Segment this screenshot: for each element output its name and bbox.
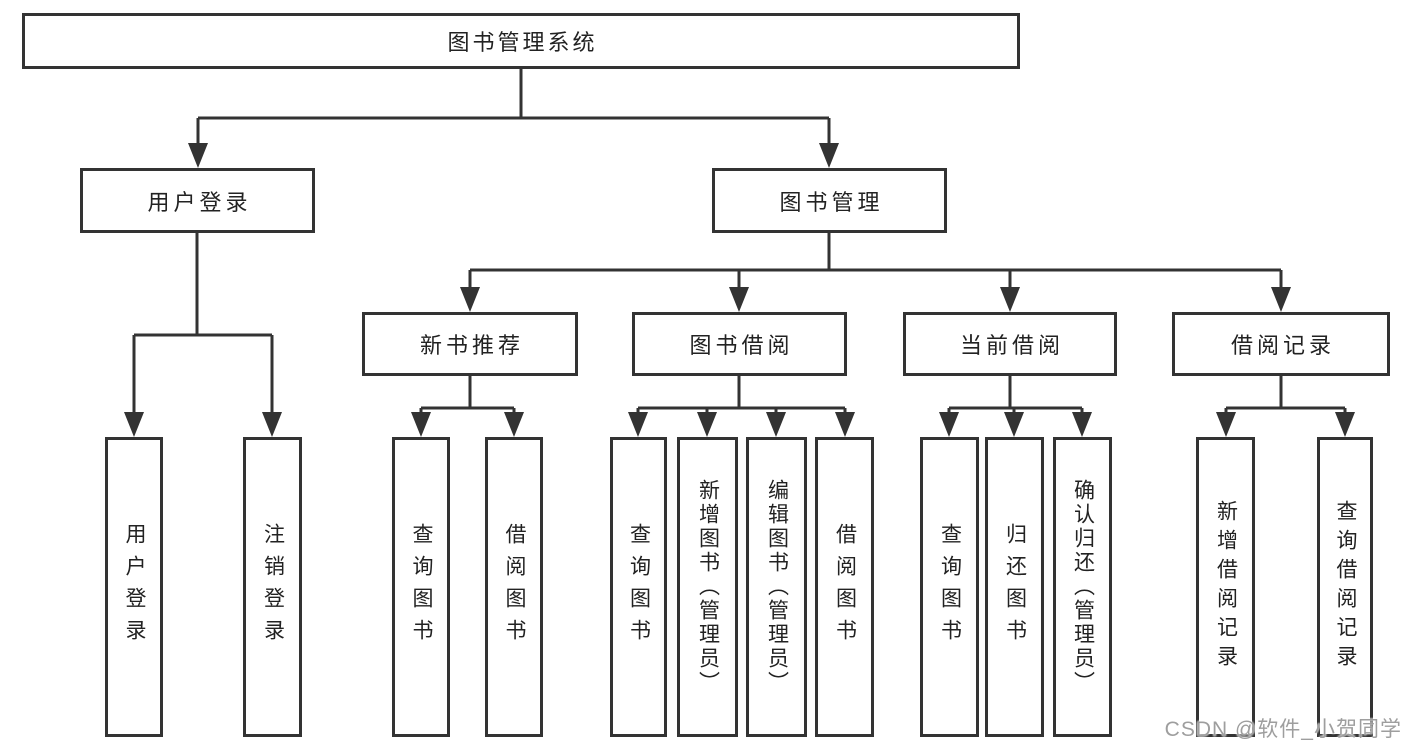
leaf-query-books-borrowing-label: 查询图书 <box>627 523 651 651</box>
leaf-return-books-label: 归还图书 <box>1003 523 1027 651</box>
leaf-edit-books-admin: 编辑图书（管理员） <box>746 437 807 737</box>
leaf-confirm-return-admin: 确认归还（管理员） <box>1053 437 1112 737</box>
leaf-logout: 注销登录 <box>243 437 302 737</box>
node-user-login-label: 用户登录 <box>147 189 252 215</box>
node-book-management-label: 图书管理 <box>779 189 884 215</box>
leaf-user-login: 用户登录 <box>105 437 163 737</box>
node-book-borrowing: 图书借阅 <box>632 312 847 376</box>
node-book-management: 图书管理 <box>712 168 947 233</box>
leaf-add-borrow-record: 新增借阅记录 <box>1196 437 1255 737</box>
leaf-add-books-admin: 新增图书（管理员） <box>677 437 738 737</box>
leaf-user-login-label: 用户登录 <box>123 523 146 651</box>
leaf-query-borrow-record-label: 查询借阅记录 <box>1334 500 1357 674</box>
leaf-add-books-admin-label: 新增图书（管理员） <box>696 479 720 695</box>
connector-book-borrow-to-leaves <box>636 376 847 415</box>
node-library-system-label: 图书管理系统 <box>447 30 598 55</box>
connector-book-mgmt-to-level2 <box>468 233 1283 290</box>
leaf-query-books-current: 查询图书 <box>920 437 979 737</box>
leaf-logout-label: 注销登录 <box>261 523 285 651</box>
node-current-borrowing-label: 当前借阅 <box>959 333 1064 358</box>
node-borrowing-records: 借阅记录 <box>1172 312 1390 376</box>
connector-user-login-to-leaves <box>132 233 274 415</box>
connector-root-to-level1 <box>196 69 831 145</box>
leaf-add-borrow-record-label: 新增借阅记录 <box>1214 500 1238 674</box>
connector-current-borrow-to-leaves <box>947 376 1084 415</box>
leaf-query-borrow-record: 查询借阅记录 <box>1317 437 1373 737</box>
node-library-system: 图书管理系统 <box>22 13 1020 69</box>
connector-borrow-records-to-leaves <box>1224 376 1347 415</box>
csdn-watermark: CSDN @软件_小贺同学 <box>1164 718 1402 741</box>
leaf-query-books-recommend: 查询图书 <box>392 437 450 737</box>
leaf-borrow-books-label: 借阅图书 <box>833 523 857 651</box>
node-new-book-recommend-label: 新书推荐 <box>419 333 524 358</box>
leaf-borrow-books-recommend: 借阅图书 <box>485 437 543 737</box>
leaf-query-books-current-label: 查询图书 <box>938 523 962 651</box>
leaf-borrow-books: 借阅图书 <box>815 437 874 737</box>
node-book-borrowing-label: 图书借阅 <box>689 333 794 358</box>
leaf-confirm-return-admin-label: 确认归还（管理员） <box>1071 479 1095 695</box>
node-user-login: 用户登录 <box>80 168 315 233</box>
leaf-return-books: 归还图书 <box>985 437 1044 737</box>
node-current-borrowing: 当前借阅 <box>903 312 1117 376</box>
node-new-book-recommend: 新书推荐 <box>362 312 578 376</box>
connector-new-book-rec-to-leaves <box>419 376 516 415</box>
arrowheads <box>124 143 1355 437</box>
leaf-borrow-books-recommend-label: 借阅图书 <box>503 523 526 651</box>
leaf-query-books-borrowing: 查询图书 <box>610 437 667 737</box>
node-borrowing-records-label: 借阅记录 <box>1230 333 1335 358</box>
leaf-query-books-recommend-label: 查询图书 <box>410 523 433 651</box>
leaf-edit-books-admin-label: 编辑图书（管理员） <box>765 479 789 695</box>
